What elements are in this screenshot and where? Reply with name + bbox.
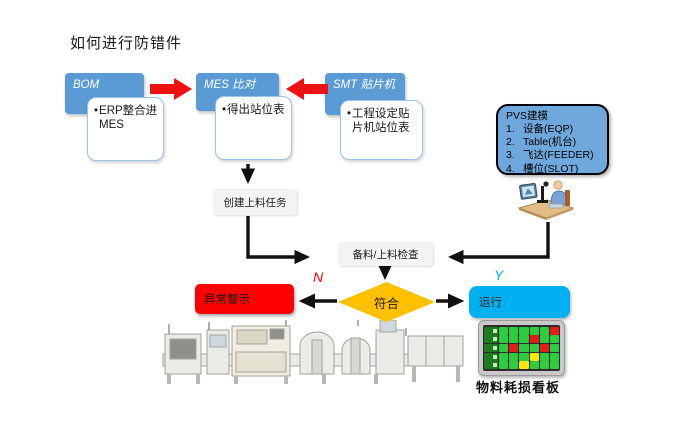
board-cell	[529, 326, 539, 335]
board-cell	[484, 326, 498, 335]
board-cell	[549, 326, 560, 335]
material-kanban-grid	[483, 325, 560, 371]
decision-yes-label: Y	[494, 267, 504, 283]
process-box-mes-label: MES 比对	[204, 79, 256, 91]
board-cell	[519, 361, 529, 370]
board-cell	[539, 352, 549, 361]
decision-diamond-label: 符合	[373, 296, 399, 311]
process-box-bom-label: BOM	[73, 79, 100, 91]
board-cell	[484, 361, 498, 370]
board-cell	[539, 343, 549, 352]
note-box-mes: • 得出站位表	[215, 96, 292, 160]
board-cell	[529, 361, 539, 370]
pvs-item-table: 2. Table(机台)	[506, 136, 601, 149]
board-cell	[484, 352, 498, 361]
outcome-run: 运行	[469, 286, 570, 318]
board-row	[484, 326, 560, 335]
pvs-item-number: 1.	[506, 123, 515, 136]
material-kanban-board	[478, 320, 565, 376]
pvs-item-text: 飞达(FEEDER)	[523, 149, 594, 162]
pvs-item-slot: 4. 槽位(SLOT)	[506, 163, 601, 176]
pvs-item-text: 设备(EQP)	[523, 123, 574, 136]
pvs-model-title: PVS建模	[506, 110, 549, 122]
board-cell	[509, 352, 519, 361]
bullet-icon: •	[222, 104, 227, 116]
pvs-item-feeder: 3. 飞达(FEEDER)	[506, 149, 601, 162]
note-box-bom: • ERP整合进MES	[87, 97, 164, 161]
board-row	[484, 352, 560, 361]
page-title: 如何进行防错件	[70, 35, 183, 52]
board-cell	[519, 326, 529, 335]
step-create-loading-task: 创建上料任务	[213, 189, 297, 215]
step-material-loading-check-label: 备料/上料检查	[352, 248, 419, 261]
pvs-model-box: PVS建模 1. 设备(EQP) 2. Table(机台) 3. 飞达(FEED…	[496, 104, 609, 175]
material-kanban-label: 物料耗损看板	[476, 380, 561, 395]
note-box-bom-text: ERP整合进MES	[99, 105, 158, 131]
decision-no-label: N	[313, 269, 324, 285]
board-cell	[499, 326, 509, 335]
process-box-smt-label: SMT 贴片机	[333, 79, 395, 91]
board-cell	[519, 335, 529, 344]
pvs-item-number: 2.	[506, 136, 515, 149]
operator-at-laptop-icon	[517, 180, 575, 220]
board-cell	[509, 361, 519, 370]
red-arrow-right-icon	[150, 78, 192, 100]
bullet-icon: •	[94, 105, 99, 117]
board-cell	[549, 343, 560, 352]
red-arrow-left-icon	[286, 78, 328, 100]
step-create-loading-task-label: 创建上料任务	[223, 196, 287, 209]
pvs-item-number: 4.	[506, 162, 515, 175]
board-cell	[529, 335, 539, 344]
board-cell	[509, 326, 519, 335]
arrow-operator-to-check	[447, 222, 550, 265]
board-cell	[499, 343, 509, 352]
outcome-abnormal-alarm-label: 异常警示	[204, 294, 250, 306]
board-cell	[499, 335, 509, 344]
board-row	[484, 343, 560, 352]
pvs-item-text: Table(机台)	[523, 136, 577, 149]
board-cell	[549, 361, 560, 370]
note-box-smt: • 工程设定贴片机站位表	[340, 100, 423, 160]
pvs-item-eqp: 1. 设备(EQP)	[506, 123, 601, 136]
board-cell	[499, 361, 509, 370]
board-row	[484, 361, 560, 370]
board-cell	[549, 352, 560, 361]
board-cell	[529, 352, 539, 361]
board-cell	[539, 335, 549, 344]
outcome-run-label: 运行	[479, 297, 502, 309]
board-cell	[509, 343, 519, 352]
board-cell	[529, 343, 539, 352]
board-cell	[549, 335, 560, 344]
board-row	[484, 335, 560, 344]
smt-production-line-illustration	[162, 320, 464, 384]
board-cell	[499, 352, 509, 361]
board-cell	[484, 343, 498, 352]
board-cell	[539, 361, 549, 370]
pvs-item-number: 3.	[506, 149, 515, 162]
note-box-smt-text: 工程设定贴片机站位表	[352, 108, 410, 134]
outcome-abnormal-alarm: 异常警示	[195, 284, 294, 314]
step-material-loading-check: 备料/上料检查	[338, 242, 433, 266]
board-cell	[539, 326, 549, 335]
pvs-item-text: 槽位(SLOT)	[523, 162, 579, 175]
bullet-icon: •	[347, 108, 352, 120]
board-cell	[484, 335, 498, 344]
board-cell	[519, 352, 529, 361]
note-box-mes-text: 得出站位表	[227, 104, 285, 116]
board-cell	[519, 343, 529, 352]
board-cell	[509, 335, 519, 344]
arrow-createtask-to-check	[246, 216, 311, 265]
